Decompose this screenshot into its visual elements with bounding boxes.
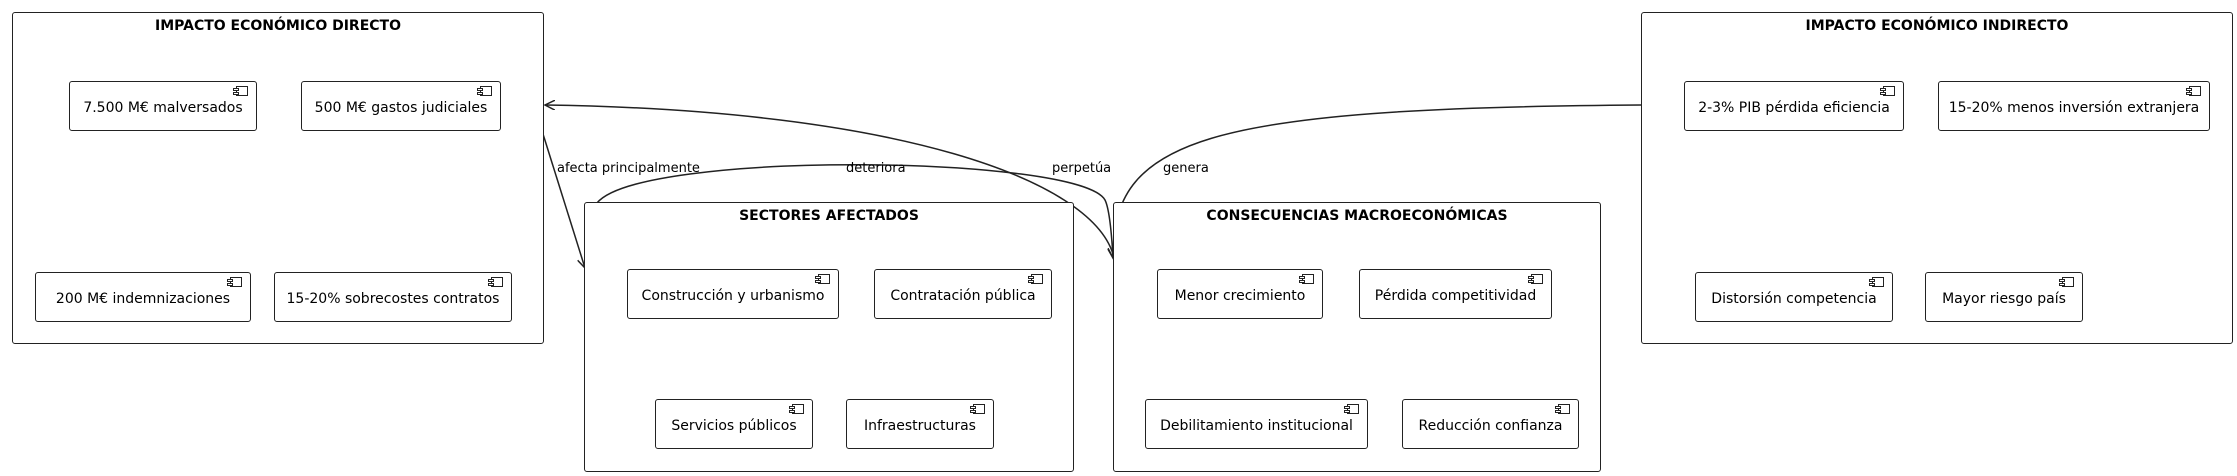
package-title: SECTORES AFECTADOS xyxy=(739,208,919,224)
component-debilitamiento-institucional[interactable]: Debilitamiento institucional xyxy=(1145,399,1368,449)
component-icon xyxy=(1528,274,1543,284)
component-label: 7.500 M€ malversados xyxy=(83,100,243,116)
component-icon xyxy=(1299,274,1314,284)
component-label: Menor crecimiento xyxy=(1174,288,1306,304)
edge-label-afecta: afecta principalmente xyxy=(557,161,700,176)
component-sobrecostes[interactable]: 15-20% sobrecostes contratos xyxy=(274,272,512,322)
component-malversados[interactable]: 7.500 M€ malversados xyxy=(69,81,257,131)
edge-label-genera: genera xyxy=(1163,161,1209,176)
package-consecuencias-macroeconomicas: CONSECUENCIAS MACROECONÓMICAS Menor crec… xyxy=(1113,202,1601,472)
component-pib-perdida[interactable]: 2-3% PIB pérdida eficiencia xyxy=(1684,81,1904,131)
component-icon xyxy=(2186,86,2201,96)
edge-label-perpetua: perpetúa xyxy=(1052,161,1112,176)
component-label: Pérdida competitividad xyxy=(1374,288,1537,304)
edge-afecta-principalmente xyxy=(542,133,585,268)
component-icon xyxy=(1880,86,1895,96)
component-icon xyxy=(477,86,492,96)
component-label: Infraestructuras xyxy=(864,418,976,434)
component-label: Contratación pública xyxy=(890,288,1036,304)
edge-deteriora xyxy=(596,164,1113,258)
component-infraestructuras[interactable]: Infraestructuras xyxy=(846,399,994,449)
component-icon xyxy=(488,277,503,287)
component-label: Reducción confianza xyxy=(1418,418,1563,434)
package-title: IMPACTO ECONÓMICO INDIRECTO xyxy=(1805,18,2069,34)
component-construccion[interactable]: Construcción y urbanismo xyxy=(627,269,839,319)
component-icon xyxy=(1555,404,1570,414)
component-icon xyxy=(1869,277,1884,287)
component-gastos-judiciales[interactable]: 500 M€ gastos judiciales xyxy=(301,81,501,131)
component-reduccion-confianza[interactable]: Reducción confianza xyxy=(1402,399,1579,449)
component-servicios-publicos[interactable]: Servicios públicos xyxy=(655,399,813,449)
component-label: Debilitamiento institucional xyxy=(1160,418,1353,434)
component-icon xyxy=(233,86,248,96)
package-title: CONSECUENCIAS MACROECONÓMICAS xyxy=(1206,208,1508,224)
edge-perpetua xyxy=(545,105,1114,255)
component-icon xyxy=(1344,404,1359,414)
component-menor-crecimiento[interactable]: Menor crecimiento xyxy=(1157,269,1323,319)
edge-label-deteriora: deteriora xyxy=(846,161,906,176)
component-label: Construcción y urbanismo xyxy=(641,288,825,304)
component-inversion-extranjera[interactable]: 15-20% menos inversión extranjera xyxy=(1938,81,2210,131)
package-title: IMPACTO ECONÓMICO DIRECTO xyxy=(155,18,401,34)
component-icon xyxy=(227,277,242,287)
component-label: 15-20% menos inversión extranjera xyxy=(1948,100,2200,116)
component-label: Distorsión competencia xyxy=(1711,291,1877,307)
package-impacto-directo: IMPACTO ECONÓMICO DIRECTO 7.500 M€ malve… xyxy=(12,12,544,344)
package-impacto-indirecto: IMPACTO ECONÓMICO INDIRECTO 2-3% PIB pér… xyxy=(1641,12,2233,344)
component-perdida-competitividad[interactable]: Pérdida competitividad xyxy=(1359,269,1552,319)
component-contratacion[interactable]: Contratación pública xyxy=(874,269,1052,319)
component-label: Servicios públicos xyxy=(671,418,797,434)
component-icon xyxy=(789,404,804,414)
component-icon xyxy=(2059,277,2074,287)
component-mayor-riesgo[interactable]: Mayor riesgo país xyxy=(1925,272,2083,322)
component-label: 500 M€ gastos judiciales xyxy=(314,100,488,116)
component-icon xyxy=(815,274,830,284)
component-label: Mayor riesgo país xyxy=(1942,291,2066,307)
component-icon xyxy=(970,404,985,414)
component-label: 2-3% PIB pérdida eficiencia xyxy=(1698,100,1890,116)
component-icon xyxy=(1028,274,1043,284)
component-distorsion-competencia[interactable]: Distorsión competencia xyxy=(1695,272,1893,322)
component-indemnizaciones[interactable]: 200 M€ indemnizaciones xyxy=(35,272,251,322)
component-label: 15-20% sobrecostes contratos xyxy=(286,291,500,307)
package-sectores-afectados: SECTORES AFECTADOS Construcción y urbani… xyxy=(584,202,1074,472)
component-label: 200 M€ indemnizaciones xyxy=(55,291,231,307)
